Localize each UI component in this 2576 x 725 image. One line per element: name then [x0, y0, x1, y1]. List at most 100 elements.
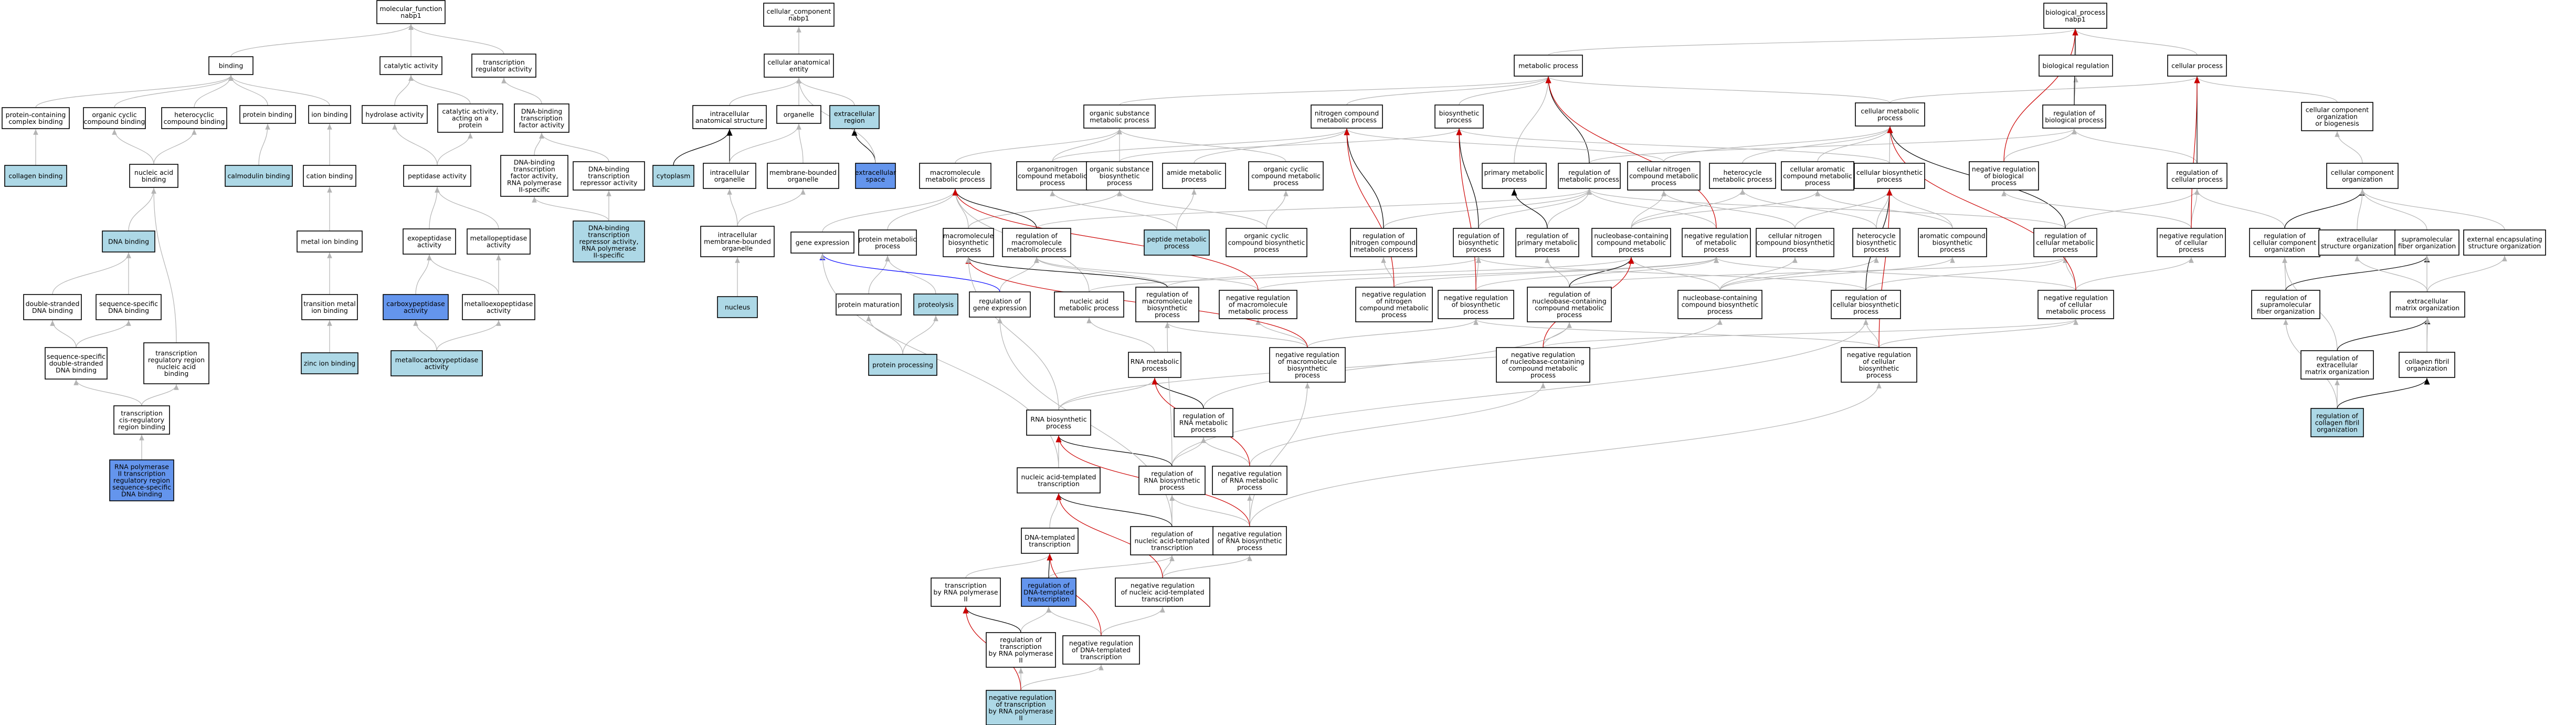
term-node-proteolysis[interactable]: proteolysis — [913, 293, 958, 316]
term-node-dna-binding[interactable]: DNA binding — [102, 230, 155, 253]
term-node-calmodulin-binding[interactable]: calmodulin binding — [225, 165, 293, 187]
term-node-ion-binding[interactable]: ion binding — [308, 105, 351, 124]
term-node-biological-regulation[interactable]: biological regulation — [2039, 55, 2113, 77]
term-node-cation-binding[interactable]: cation binding — [303, 165, 356, 187]
term-node-catalytic[interactable]: catalytic activity — [379, 56, 442, 75]
term-node-protein-binding[interactable]: protein binding — [239, 105, 296, 124]
term-node-gene-expression[interactable]: gene expression — [790, 232, 854, 254]
term-node-organelle[interactable]: organelle — [776, 105, 821, 124]
term-node-peptidase[interactable]: peptidase activity — [403, 165, 471, 187]
term-node-zinc-binding[interactable]: zinc ion binding — [301, 352, 358, 374]
term-node-cytoplasm[interactable]: cytoplasm — [652, 165, 694, 187]
term-node-collagen-binding[interactable]: collagen binding — [4, 165, 67, 187]
term-node-protein-maturation[interactable]: protein maturation — [836, 293, 902, 316]
term-node-nucleus[interactable]: nucleus — [717, 296, 758, 318]
term-node-metabolic-process[interactable]: metabolic process — [1514, 55, 1583, 77]
